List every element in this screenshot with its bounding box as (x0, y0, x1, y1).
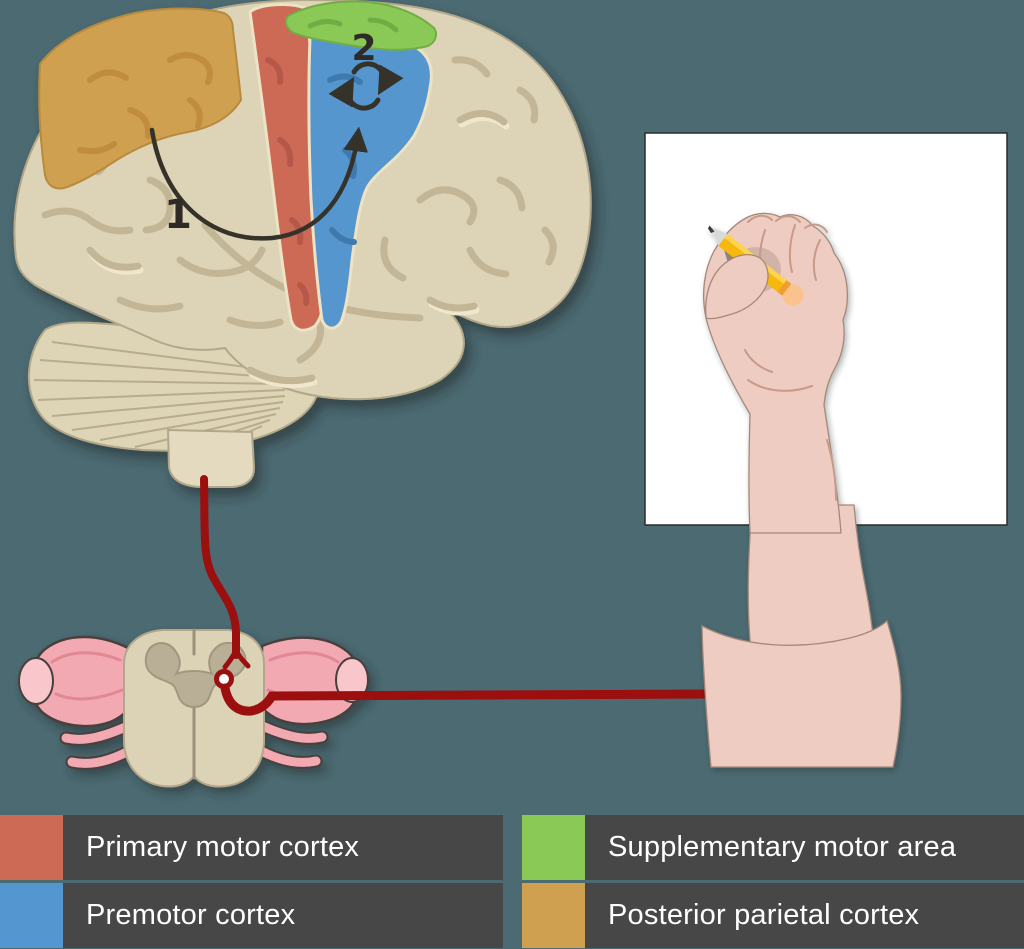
color-swatch-posterior-parietal (522, 883, 585, 948)
thumb (704, 253, 769, 320)
upper-arm (701, 619, 902, 768)
brain-illustration: 1 2 (13, 0, 592, 488)
step-2-label: 2 (351, 28, 376, 69)
legend-item-primary-motor: Primary motor cortex (0, 815, 503, 880)
corticospinal-tract (200, 475, 240, 659)
legend-item-premotor: Premotor cortex (0, 883, 503, 948)
step-1-label: 1 (164, 192, 192, 238)
pencil-lead (708, 225, 715, 233)
legend-item-posterior-parietal: Posterior parietal cortex (522, 883, 1024, 948)
cycle-arrows-icon (328, 61, 404, 111)
supplementary-motor-region (284, 0, 437, 51)
legend-label-posterior-parietal: Posterior parietal cortex (585, 883, 1024, 948)
pencil-eraser (782, 284, 804, 306)
spinal-nerve-left (18, 635, 141, 770)
spinal-cord-section (18, 628, 369, 788)
pencil-wood-tip (711, 227, 728, 246)
writing-arm (701, 212, 902, 768)
legend-label-premotor: Premotor cortex (63, 883, 503, 948)
illustration-canvas: 1 2 (13, 0, 1008, 788)
gray-matter (144, 641, 247, 708)
posterior-parietal-region (38, 7, 243, 190)
legend-label-supplementary-motor: Supplementary motor area (585, 815, 1024, 880)
brainstem (166, 428, 256, 488)
motor-nerve-path (200, 475, 713, 716)
legend: Primary motor cortex Supplementary motor… (0, 815, 1024, 948)
color-swatch-premotor (0, 883, 63, 948)
legend-item-supplementary-motor: Supplementary motor area (522, 815, 1024, 880)
color-swatch-supplementary-motor (522, 815, 585, 880)
color-swatch-primary-motor (0, 815, 63, 880)
cerebellum-striations (33, 341, 286, 451)
peripheral-nerve-line (220, 683, 713, 716)
pencil-eraser-band (777, 280, 792, 296)
legend-label-primary-motor: Primary motor cortex (63, 815, 503, 880)
axon-terminal-fork (222, 647, 251, 670)
step-1-arrow (149, 126, 369, 241)
finger-creases (744, 214, 837, 501)
